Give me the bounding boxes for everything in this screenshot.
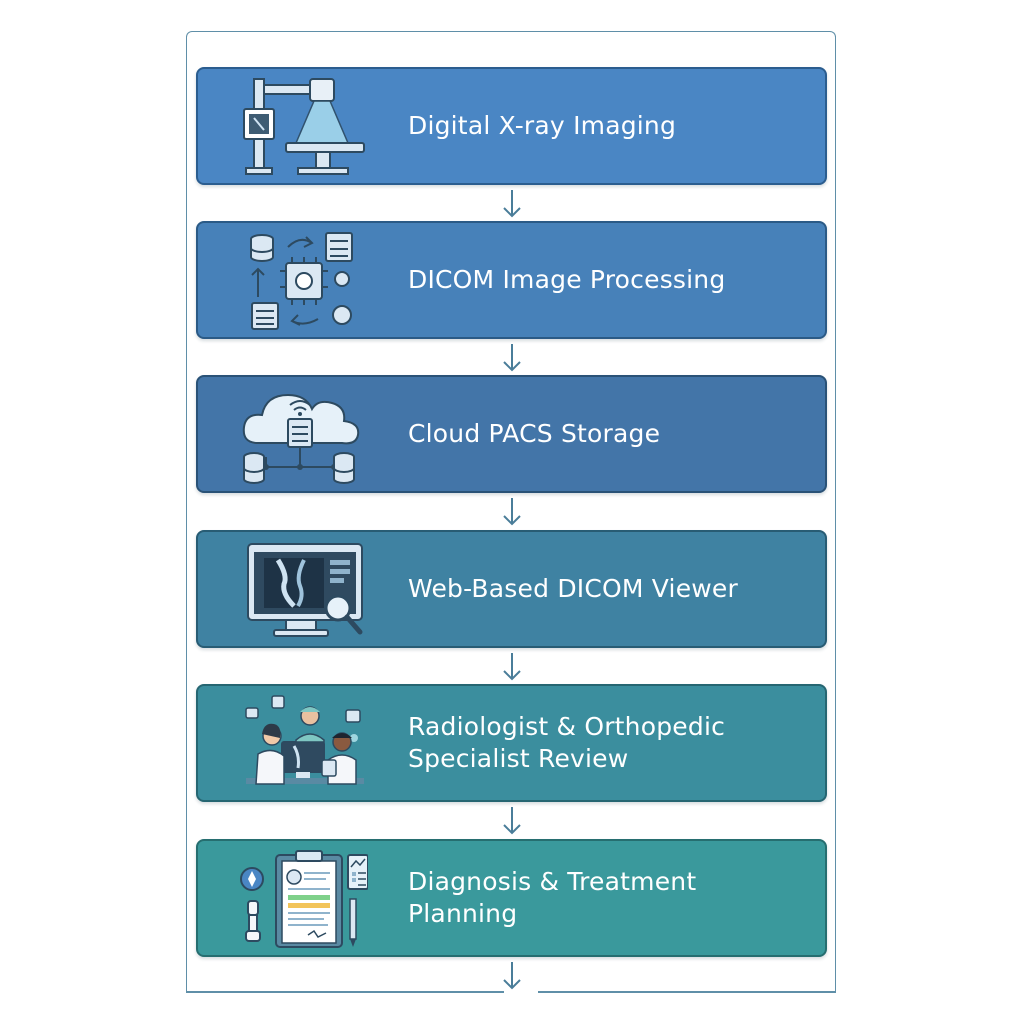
step-label: Digital X-ray Imaging (408, 111, 677, 140)
clipboard-plan-icon (240, 850, 368, 948)
arrow-down-icon (503, 653, 521, 681)
frame-bottom-edge-left (186, 991, 504, 993)
arrow-down-icon (503, 962, 521, 990)
step-web-based-dicom-viewer: Web-Based DICOM Viewer (196, 530, 827, 648)
processing-chip-icon (250, 232, 353, 330)
step-dicom-image-processing: DICOM Image Processing (196, 221, 827, 339)
step-label: Diagnosis & Treatment Planning (408, 867, 697, 928)
flow-frame (186, 31, 836, 993)
step-label: Cloud PACS Storage (408, 419, 661, 448)
cloud-storage-icon (242, 393, 360, 484)
step-specialist-review: Radiologist & Orthopedic Specialist Revi… (196, 684, 827, 802)
xray-machine-icon (243, 78, 365, 175)
step-diagnosis-treatment-planning: Diagnosis & Treatment Planning (196, 839, 827, 957)
arrow-down-icon (503, 498, 521, 526)
monitor-viewer-icon (247, 543, 363, 637)
step-digital-xray-imaging: Digital X-ray Imaging (196, 67, 827, 185)
step-label: Web-Based DICOM Viewer (408, 574, 738, 603)
specialists-review-icon (245, 695, 364, 785)
arrow-down-icon (503, 344, 521, 372)
step-cloud-pacs-storage: Cloud PACS Storage (196, 375, 827, 493)
arrow-down-icon (503, 190, 521, 218)
frame-bottom-edge-right (538, 991, 836, 993)
arrow-down-icon (503, 807, 521, 835)
step-label: Radiologist & Orthopedic Specialist Revi… (408, 712, 726, 773)
step-label: DICOM Image Processing (408, 265, 726, 294)
